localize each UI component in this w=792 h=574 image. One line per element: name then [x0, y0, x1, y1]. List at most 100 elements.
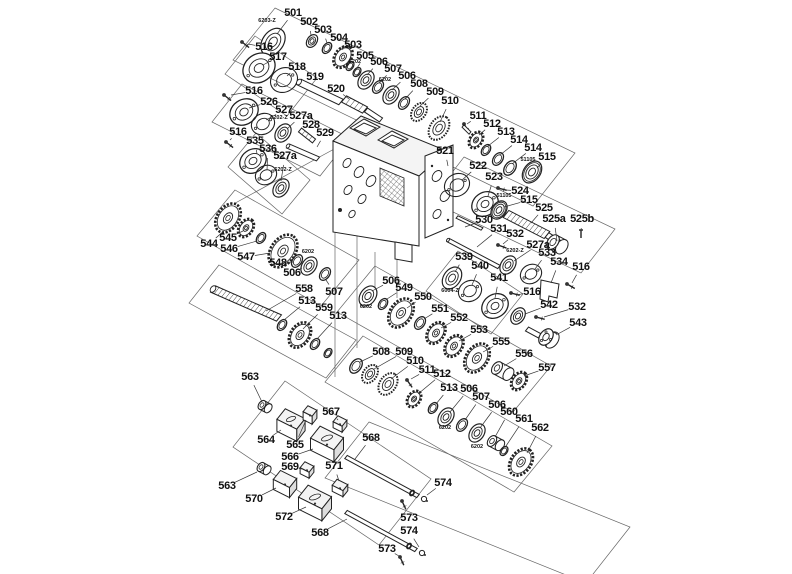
housing-face	[394, 241, 413, 263]
cylinder-face	[257, 399, 267, 411]
part-number-label: 564	[257, 434, 276, 446]
part-hole	[348, 209, 356, 219]
gear-hub	[432, 328, 440, 338]
ring-inner	[278, 321, 286, 329]
ring-outer	[413, 316, 427, 330]
ring-outer	[345, 60, 355, 72]
leader-line	[390, 366, 409, 380]
part-rg	[377, 297, 389, 311]
group-panel-outline	[188, 264, 357, 379]
part-sc	[398, 555, 405, 566]
part-number-label: 566	[281, 451, 299, 463]
flange-face	[234, 103, 254, 121]
ring-inner	[457, 420, 467, 430]
flange-face	[248, 58, 270, 78]
part-dot	[446, 218, 450, 222]
leader-line	[426, 488, 437, 496]
bearing-inner	[307, 36, 317, 46]
screw-head	[224, 140, 228, 144]
spline-tick	[529, 223, 536, 232]
gear-rim	[511, 372, 527, 390]
ring-outer	[309, 337, 321, 351]
bearing-code-label: 51105	[521, 157, 536, 163]
part-number-label: 574	[400, 525, 419, 537]
part-number-label: 533	[538, 247, 556, 259]
screw-thread	[402, 505, 407, 508]
part-number-label: 519	[306, 71, 324, 83]
part-re	[418, 549, 426, 557]
housing-face	[380, 134, 406, 147]
spline-tick	[250, 303, 257, 310]
gasket-bolt-hole	[536, 268, 540, 272]
part-hole	[365, 175, 377, 187]
part-sh	[209, 285, 283, 322]
part-sl	[427, 115, 451, 141]
ring-outer	[318, 267, 332, 281]
housing-face	[352, 122, 378, 135]
screw-head	[222, 93, 226, 97]
leader-line	[237, 240, 258, 247]
part-number-label: 506	[460, 383, 478, 395]
ring-inner	[257, 234, 265, 242]
shaft-body	[363, 107, 384, 123]
bearing-code-label: 6202-Z	[270, 115, 288, 121]
part-sc	[240, 40, 250, 49]
part-hole	[353, 166, 365, 178]
leader-line	[534, 259, 542, 270]
part-number-label: 510	[441, 95, 459, 107]
part-rg	[349, 358, 363, 374]
box-hole	[321, 434, 333, 442]
box-screw-dot	[313, 502, 317, 505]
part-number-label: 503	[314, 24, 332, 36]
leader-line	[419, 97, 429, 107]
coupling-bolt-hole	[544, 330, 548, 334]
screw-thread	[245, 43, 249, 48]
part-gr	[213, 202, 243, 234]
gear-hub	[450, 341, 458, 351]
bearing-inner	[264, 32, 282, 52]
spline-tick	[536, 227, 543, 235]
part-number-label: 548	[269, 257, 287, 269]
housing-hole	[348, 209, 356, 219]
spline-tick	[228, 293, 235, 301]
group-panel-outline	[211, 83, 351, 177]
ring-inner	[351, 360, 361, 372]
part-hole	[432, 208, 442, 220]
gear-hub	[295, 329, 305, 341]
leader-line	[298, 468, 303, 470]
bearing-code-label: 6004-Z	[441, 288, 459, 294]
part-sc	[565, 282, 576, 290]
part-br	[272, 178, 290, 198]
part-rg	[427, 401, 439, 415]
group-panel-outline	[224, 35, 318, 117]
leader-line	[440, 322, 452, 329]
flange-bolt-hole	[242, 165, 246, 169]
leader-line	[523, 370, 539, 377]
shaft-body	[343, 454, 421, 499]
ring-inner	[407, 543, 411, 549]
group-panel-outline	[425, 250, 524, 335]
part-number-label: 526	[260, 96, 278, 108]
leader-line	[461, 171, 472, 181]
flange-outer	[242, 52, 276, 84]
spline-tick	[254, 305, 260, 312]
screw-head	[565, 282, 569, 286]
box-screw-dot	[325, 443, 329, 446]
gasket-bore	[256, 117, 270, 131]
gear-hub	[395, 307, 407, 319]
part-number-label: 550	[414, 291, 432, 303]
leader-line	[503, 358, 517, 367]
part-sh	[343, 454, 421, 499]
ring-inner	[482, 146, 490, 154]
part-dot	[338, 208, 342, 212]
flange-bolt-hole	[492, 196, 496, 200]
part-number-label: 563	[218, 480, 236, 492]
gasket-bore	[276, 72, 292, 88]
leader-line	[316, 140, 321, 148]
flange-bore	[480, 199, 490, 209]
leader-line	[391, 81, 401, 91]
part-number-label: 552	[450, 312, 468, 324]
flange-bolt-hole	[232, 117, 237, 121]
box-front	[302, 410, 313, 426]
